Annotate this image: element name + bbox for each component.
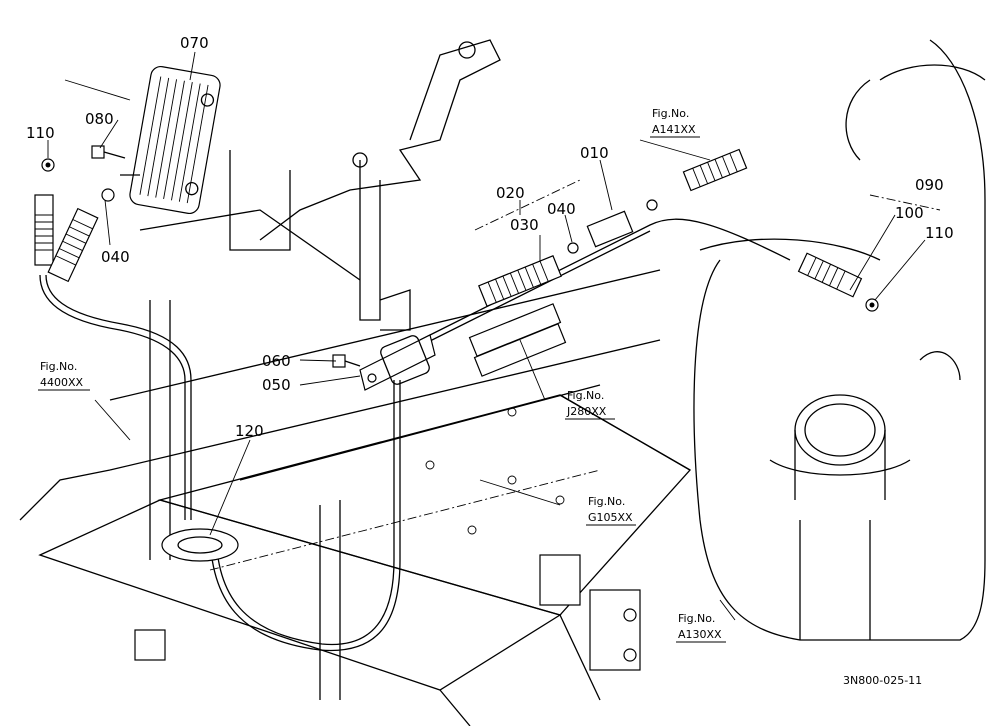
part-120-grommet (161, 528, 239, 562)
label-070: 070 (180, 34, 209, 52)
part-100-spring-hose (797, 252, 863, 298)
label-040-left: 040 (101, 248, 130, 266)
fig-ref-4400: Fig.No. 4400XX (38, 360, 90, 391)
fig-ref-a141: Fig.No. A141XX (650, 107, 700, 138)
fuel-tank (693, 39, 986, 641)
fig-ref-j280: Fig.No. J280XX (565, 389, 615, 420)
part-060-bolt (332, 354, 361, 368)
fuel-hoses (39, 218, 791, 652)
fig-ref-a141-line1: Fig.No. (652, 107, 689, 120)
label-040-mid: 040 (547, 200, 576, 218)
fig-ref-g105-line1: Fig.No. (588, 495, 625, 508)
fig-ref-g105-line2: G105XX (588, 511, 633, 524)
fig-ref-4400-line2: 4400XX (40, 376, 84, 389)
fig-ref-a130: Fig.No. A130XX (676, 612, 726, 643)
part-050-bracket (359, 334, 436, 391)
fig-ref-j280-line2: J280XX (566, 405, 607, 418)
label-010: 010 (580, 144, 609, 162)
label-110-left: 110 (26, 124, 55, 142)
label-120: 120 (235, 422, 264, 440)
label-050: 050 (262, 376, 291, 394)
leader-lines (47, 51, 941, 621)
part-070-cooler (120, 65, 221, 215)
part-a141-spring (682, 148, 748, 192)
fig-ref-a130-line1: Fig.No. (678, 612, 715, 625)
fig-ref-a130-line2: A130XX (678, 628, 722, 641)
part-j280-spring-pair (468, 303, 567, 377)
part-110-left-clamp (41, 158, 55, 172)
diagram-id: 3N800-025-11 (843, 674, 922, 687)
label-110-right: 110 (925, 224, 954, 242)
fig-ref-g105: Fig.No. G105XX (586, 495, 636, 526)
left-spring-hose (34, 188, 115, 283)
label-100: 100 (895, 204, 924, 222)
label-060: 060 (262, 352, 291, 370)
label-090: 090 (915, 176, 944, 194)
part-080-bolt (91, 145, 126, 159)
label-020: 020 (496, 184, 525, 202)
part-110-right-clamp (865, 298, 879, 312)
fig-ref-a141-line2: A141XX (652, 123, 696, 136)
part-010-fitting (567, 199, 658, 254)
fig-ref-4400-line1: Fig.No. (40, 360, 77, 373)
fig-ref-j280-line1: Fig.No. (567, 389, 604, 402)
part-030-spring-hose (478, 255, 562, 307)
label-080: 080 (85, 110, 114, 128)
label-030: 030 (510, 216, 539, 234)
chassis-frame (19, 269, 692, 726)
mounting-bracket (139, 39, 501, 331)
